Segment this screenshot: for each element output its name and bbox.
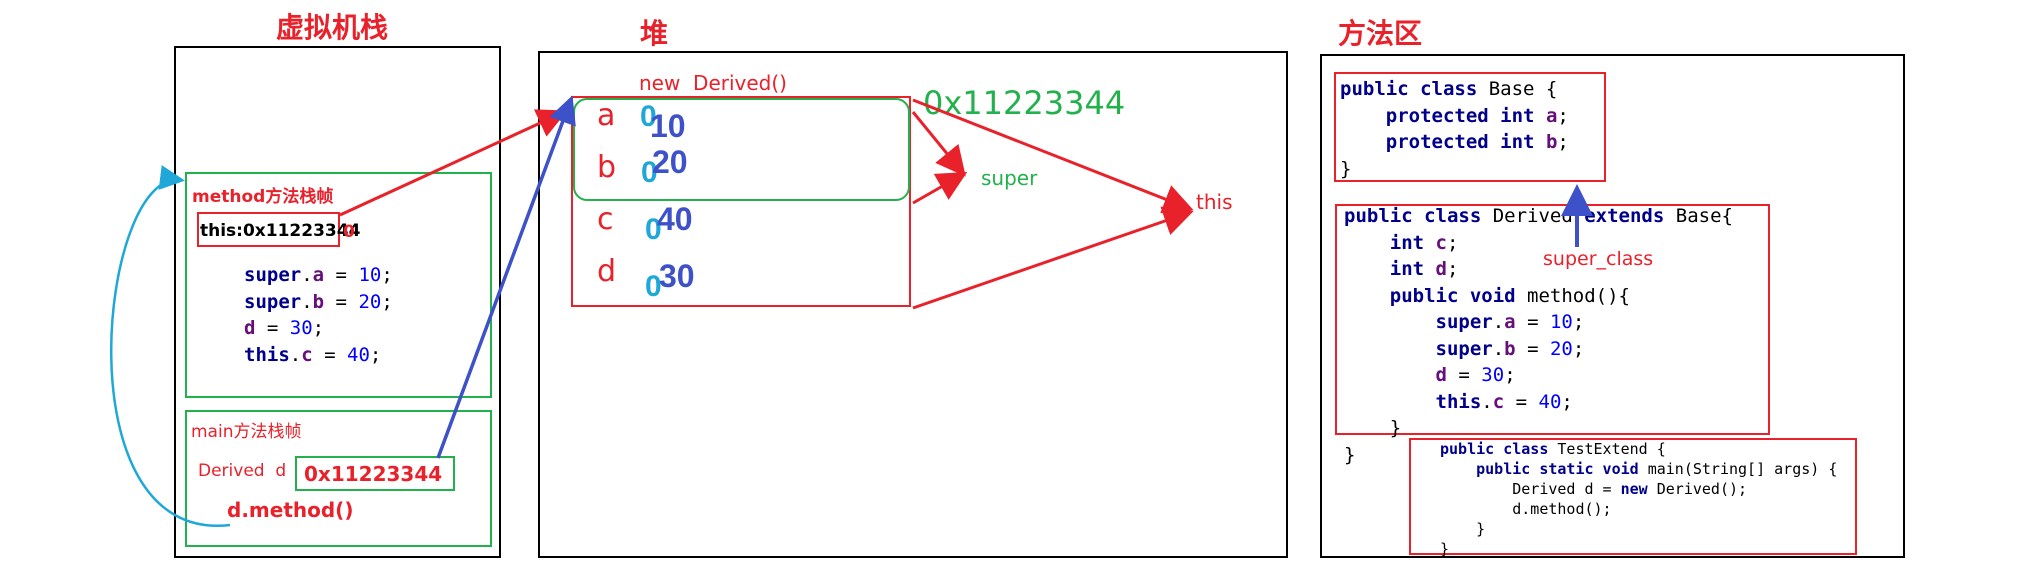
stack-code-line: super.a = 10;	[244, 264, 393, 286]
code-line: protected int b;	[1385, 131, 1569, 153]
this-label: this	[1196, 190, 1233, 214]
code-line: int d;	[1389, 258, 1459, 280]
field-d-name: d	[597, 254, 617, 289]
stack-title: 虚拟机栈	[276, 11, 389, 44]
field-d-initial: 0	[645, 270, 662, 303]
this-ref-arrow	[339, 109, 568, 217]
this-arrow-bottom	[912, 206, 1194, 310]
super-arrow-top	[911, 111, 966, 177]
code-line: int c;	[1389, 231, 1459, 254]
super-arrow-bottom	[912, 172, 968, 205]
code-line: protected int a;	[1385, 104, 1569, 127]
code-line: public class TestExtend {	[1440, 440, 1666, 458]
this-ref-zero: 0	[343, 222, 355, 242]
code-line: Derived d = new Derived();	[1512, 480, 1748, 498]
derived-class-code: public class Derived extends Base{ int c…	[1344, 203, 1733, 468]
code-line: public class Base {	[1340, 78, 1558, 100]
super-class-label: super_class	[1543, 248, 1654, 270]
d-ref-arrow	[436, 95, 576, 459]
test-class-code: public class TestExtend { public static …	[1440, 439, 1837, 539]
code-line: }	[1340, 157, 1352, 180]
method-area-title: 方法区	[1338, 17, 1423, 50]
base-class-code: public class Base { protected int a; pro…	[1340, 76, 1569, 182]
field-b-value: 20	[652, 144, 688, 180]
method-stack-frame	[185, 172, 492, 398]
derived-class-box	[1335, 204, 1770, 435]
field-b-initial: 0	[641, 156, 658, 189]
base-class-box	[1334, 72, 1606, 182]
call-flow-arrow	[110, 165, 231, 527]
field-a-name: a	[597, 98, 616, 133]
method-frame-label: method方法栈帧	[192, 187, 334, 207]
test-class-box	[1409, 438, 1857, 555]
field-d-value: 30	[659, 258, 695, 294]
stack-code-line: this.c = 40;	[244, 343, 382, 366]
code-line: super.a = 10;	[1435, 311, 1585, 333]
main-frame-label: main方法栈帧	[191, 422, 302, 442]
field-c-initial: 0	[645, 213, 662, 246]
stack-code-line: super.b = 20;	[244, 290, 393, 313]
method-call: d.method()	[227, 498, 354, 522]
field-a-value: 10	[650, 108, 686, 144]
main-var-label: Derived d	[198, 461, 287, 481]
code-line: }	[1389, 417, 1402, 439]
super-label: super	[981, 166, 1038, 190]
this-arrow-top	[912, 98, 1194, 214]
test-class-closing: }	[1440, 540, 1450, 558]
code-line: public void method(){	[1389, 284, 1630, 307]
code-line: }	[1344, 443, 1356, 466]
field-a-initial: 0	[640, 100, 657, 133]
vm-stack-panel	[174, 46, 501, 558]
code-line: }	[1476, 520, 1486, 538]
method-frame-code: super.a = 10; super.b = 20; d = 30; this.c …	[244, 262, 393, 368]
code-line: this.c = 40;	[1435, 390, 1573, 413]
derived-object-box	[571, 96, 911, 307]
code-line: d.method();	[1512, 500, 1612, 518]
field-c-value: 40	[657, 201, 693, 237]
new-derived-label: new Derived()	[639, 71, 787, 95]
main-address-box	[295, 456, 455, 491]
code-line: public static void main(String[] args) {	[1476, 460, 1838, 478]
main-address: 0x11223344	[304, 462, 443, 486]
main-stack-frame	[185, 410, 492, 547]
code-line: d = 30;	[1435, 364, 1516, 386]
field-b-name: b	[597, 150, 617, 185]
code-line: super.b = 20;	[1435, 337, 1585, 360]
stack-code-line: d = 30;	[244, 317, 325, 339]
heap-title: 堆	[640, 17, 669, 50]
code-line: public class Derived extends Base{	[1344, 205, 1733, 227]
heap-panel	[538, 51, 1288, 558]
this-ref-text: this:0x11223344	[200, 221, 361, 241]
super-part-box	[573, 98, 910, 201]
field-c-name: c	[597, 202, 614, 237]
method-area-panel	[1320, 54, 1905, 558]
this-ref-box	[197, 212, 340, 247]
